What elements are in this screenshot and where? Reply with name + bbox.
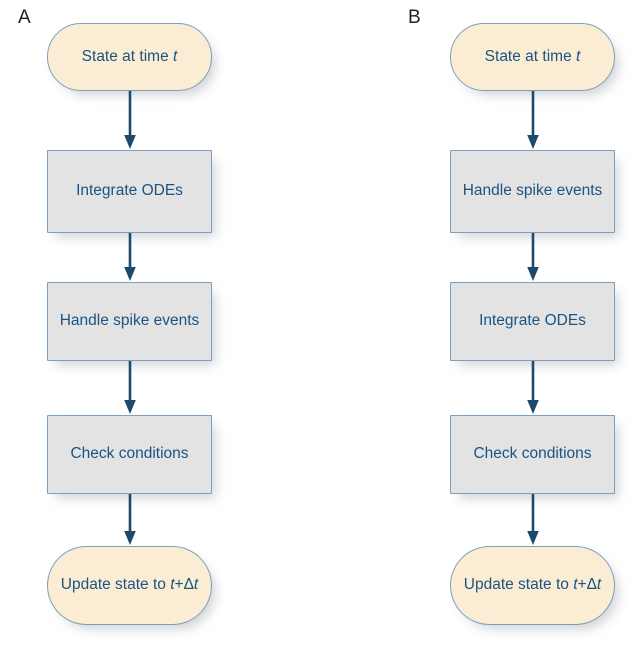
node-b-integrate-odes-label: Integrate ODEs — [479, 312, 586, 330]
node-b-check-conditions[interactable]: Check conditions — [450, 415, 615, 494]
node-a-integrate-odes[interactable]: Integrate ODEs — [47, 150, 212, 233]
node-b-state-at-time-t[interactable]: State at time t — [450, 23, 615, 91]
edge-a-state-to-integrate — [123, 91, 137, 150]
node-b-update-state[interactable]: Update state to t+Δt — [450, 546, 615, 625]
node-a-integrate-odes-label: Integrate ODEs — [76, 182, 183, 200]
edge-a-integrate-to-spike — [123, 233, 137, 282]
node-a-handle-spike-events[interactable]: Handle spike events — [47, 282, 212, 361]
node-b-update-state-label: Update state to t+Δt — [463, 576, 602, 594]
node-a-update-state[interactable]: Update state to t+Δt — [47, 546, 212, 625]
node-a-update-state-label: Update state to t+Δt — [60, 576, 199, 594]
panel-a: A State at time t Integrate ODEs Handle … — [18, 7, 212, 625]
edge-b-state-to-spike — [526, 91, 540, 150]
edge-a-check-to-update — [123, 494, 137, 546]
node-a-state-at-time-t[interactable]: State at time t — [47, 23, 212, 91]
node-a-check-conditions[interactable]: Check conditions — [47, 415, 212, 494]
node-b-handle-spike-events-label: Handle spike events — [462, 182, 603, 200]
node-b-handle-spike-events[interactable]: Handle spike events — [450, 150, 615, 233]
node-b-check-conditions-label: Check conditions — [473, 445, 592, 463]
node-b-state-at-time-t-label: State at time t — [484, 47, 581, 65]
node-a-handle-spike-events-label: Handle spike events — [59, 312, 200, 330]
edge-b-integrate-to-check — [526, 361, 540, 415]
panel-b-label: B — [408, 7, 421, 28]
edge-b-check-to-update — [526, 494, 540, 546]
panel-b: B State at time t Handle spike events In… — [390, 0, 636, 647]
edge-a-spike-to-check — [123, 361, 137, 415]
edge-b-spike-to-integrate — [526, 233, 540, 282]
panel-a-label: A — [18, 7, 31, 28]
node-b-integrate-odes[interactable]: Integrate ODEs — [450, 282, 615, 361]
node-a-state-at-time-t-label: State at time t — [81, 47, 178, 65]
node-a-check-conditions-label: Check conditions — [70, 445, 189, 463]
